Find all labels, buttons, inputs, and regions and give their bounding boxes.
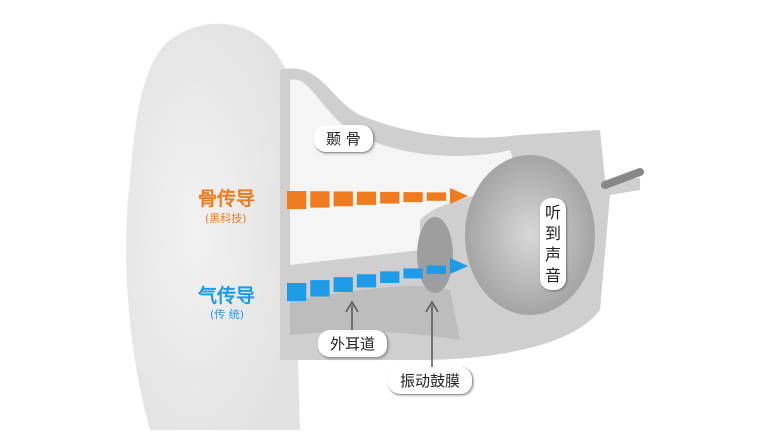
eardrum-label: 振动鼓膜 [388, 367, 474, 395]
arrow-dash [426, 192, 446, 201]
air-conduction-arrow [287, 258, 468, 301]
temporal-bone-label: 颞 骨 [314, 125, 374, 153]
arrow-head [450, 258, 468, 274]
arrow-dash [356, 274, 377, 288]
ear-canal-label: 外耳道 [318, 330, 389, 358]
bone-conduction-title: 骨传导 [198, 188, 256, 210]
hear-sound-label: 听到声音 [540, 198, 566, 290]
arrow-dash [333, 191, 353, 207]
bone-conduction-subtitle: (黑科技) [205, 212, 247, 225]
arrow-dash [426, 265, 446, 274]
air-conduction-subtitle: (传 统) [210, 308, 245, 321]
inner-ear [465, 155, 595, 315]
arrow-dash [380, 191, 400, 204]
outer-ear [126, 23, 300, 430]
arrow-dash [356, 191, 377, 205]
arrow-eardrum [425, 300, 439, 370]
arrow-dash [287, 283, 307, 301]
arrow-dash [380, 271, 400, 283]
bone-conduction-arrow [287, 188, 468, 209]
arrow-head [450, 188, 468, 204]
arrow-dash [403, 192, 423, 203]
arrow-dash [403, 268, 423, 279]
arrow-dash [310, 280, 330, 297]
arrow-dash [310, 191, 330, 208]
arrow-dash [287, 191, 307, 209]
arrow-dash [333, 277, 353, 292]
air-conduction-title: 气传导 [198, 285, 256, 307]
